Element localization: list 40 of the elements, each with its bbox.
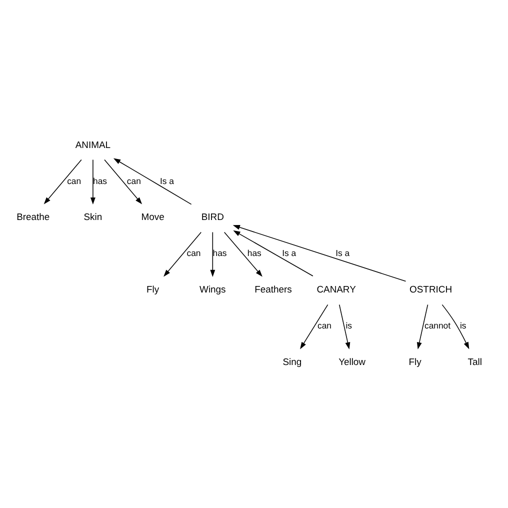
edge-label: can: [186, 248, 201, 258]
node-text: Wings: [200, 284, 226, 296]
edge-label: Is a: [282, 248, 296, 258]
node-text: Move: [141, 212, 164, 224]
edge-label: is: [460, 320, 466, 331]
node-text: Fly: [408, 357, 422, 368]
edge-label: is: [346, 320, 352, 331]
arrow: [300, 304, 328, 350]
edge-label: Is a: [336, 248, 350, 258]
node-text: Yellow: [338, 357, 366, 368]
arrow: [90, 159, 96, 205]
edge-label: can: [126, 176, 141, 186]
arrow: [113, 158, 192, 205]
arrow: [44, 159, 82, 204]
edge-label: has: [247, 248, 262, 258]
arrow: [338, 304, 350, 350]
arrow: [164, 232, 202, 277]
edge-label: can: [317, 320, 332, 331]
node-text: CANARY: [316, 284, 356, 296]
node-text: Sing: [282, 357, 302, 368]
edge-label: can: [67, 176, 82, 186]
edge-label: has: [93, 176, 108, 186]
arrow: [416, 304, 428, 350]
node-text: Feathers: [254, 284, 292, 296]
node-text: Fly: [146, 284, 160, 296]
arrow: [233, 230, 314, 276]
node-text: ANIMAL: [75, 140, 111, 151]
node-text: Skin: [84, 212, 102, 224]
arrow: [442, 304, 470, 350]
node-text: Tall: [468, 357, 482, 368]
arrow: [104, 159, 142, 204]
arrow: [210, 232, 216, 278]
edge-label: Is a: [160, 176, 174, 186]
edge-label: cannot: [424, 320, 450, 331]
node-text: Breathe: [16, 212, 50, 224]
node-text: BIRD: [201, 212, 224, 224]
node-text: OSTRICH: [410, 284, 452, 296]
edge-label: has: [212, 248, 227, 258]
arrow: [232, 224, 406, 282]
arrow: [224, 232, 262, 277]
